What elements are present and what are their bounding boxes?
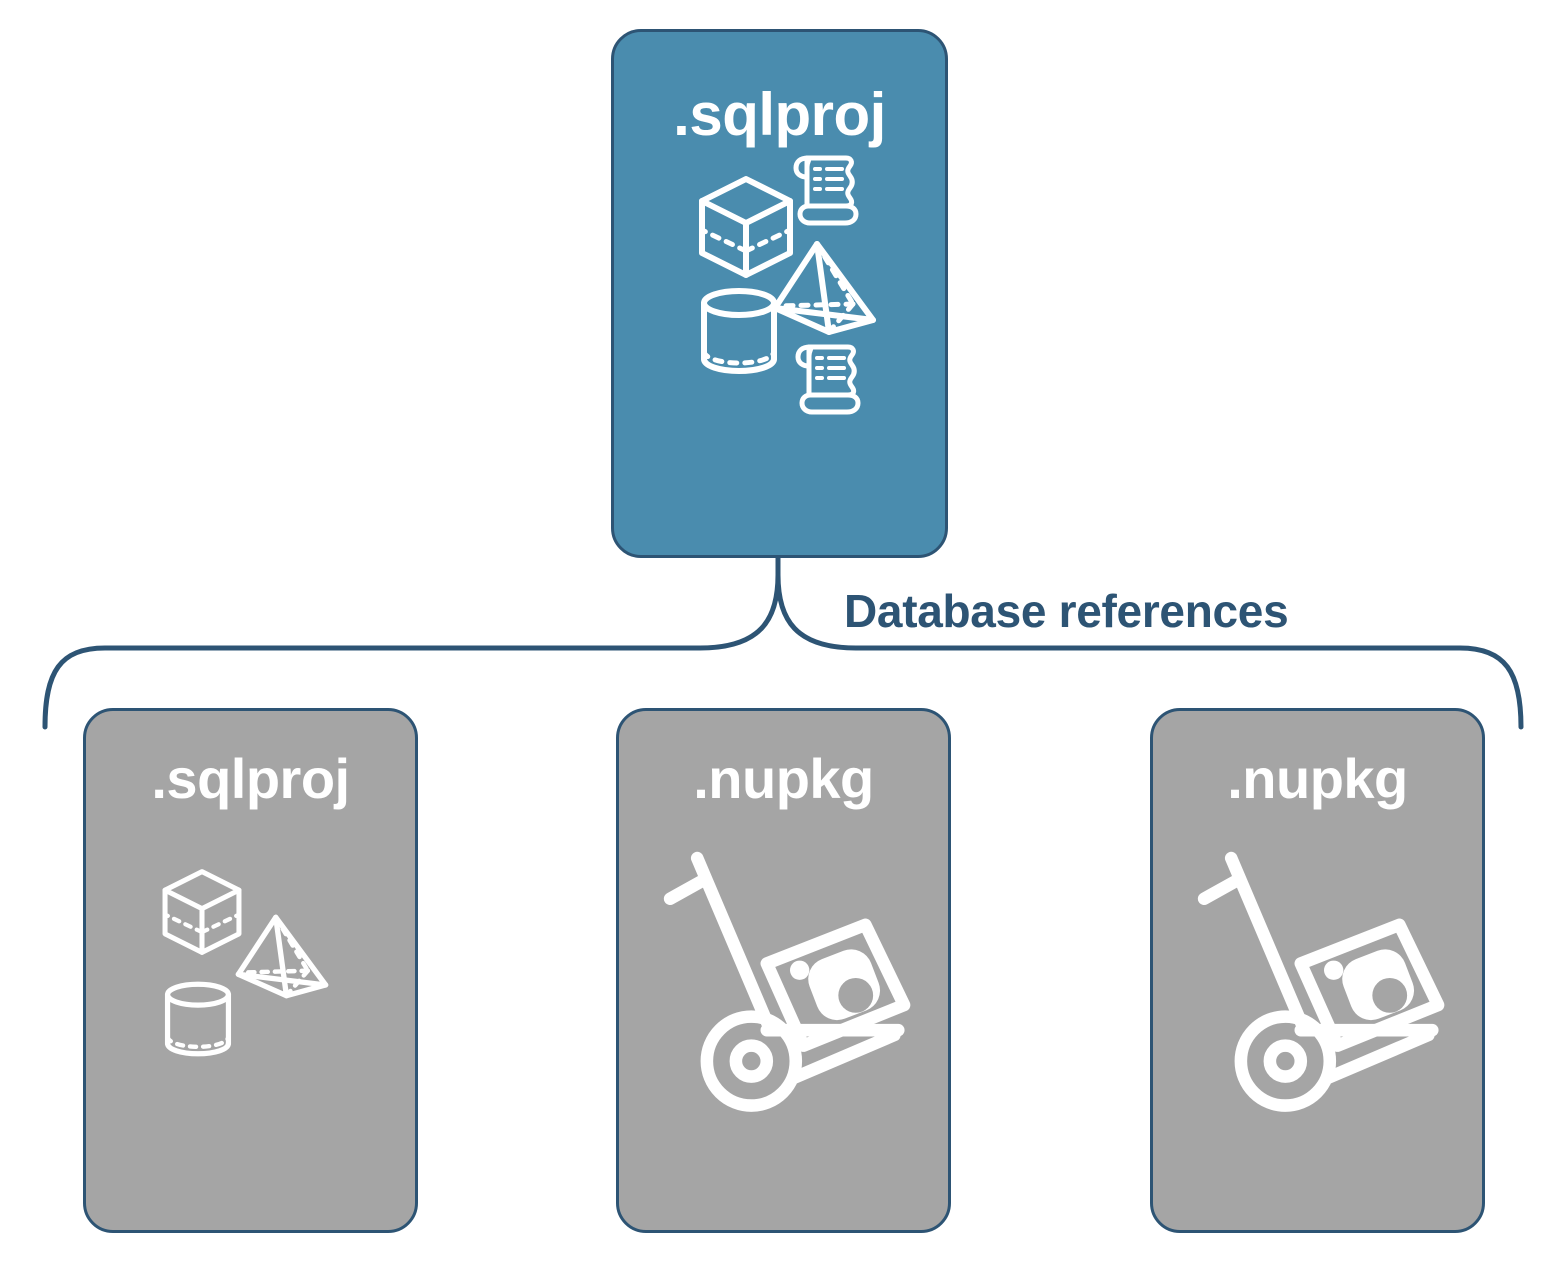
- node-parent-sqlproj[interactable]: .sqlproj: [611, 29, 948, 558]
- cylinder-icon: [701, 288, 777, 374]
- pyramid-icon: [235, 914, 329, 999]
- node-parent-label: .sqlproj: [673, 81, 886, 148]
- node-child-nupkg-2[interactable]: .nupkg: [1150, 708, 1485, 1233]
- package-dolly-icon: [1197, 851, 1445, 1112]
- node-child-nupkg-1-label: .nupkg: [693, 747, 874, 810]
- node-child-nupkg-2-label: .nupkg: [1227, 747, 1408, 810]
- cylinder-icon: [164, 981, 232, 1057]
- cube-icon: [162, 869, 242, 955]
- package-dolly-icon: [663, 851, 911, 1112]
- brace-label: Database references: [844, 585, 1289, 637]
- pyramid-icon: [772, 241, 876, 335]
- node-parent-icon-group: [614, 145, 945, 555]
- node-child-sqlproj-label: .sqlproj: [151, 747, 350, 810]
- cube-icon: [699, 176, 793, 278]
- scroll-icon: [795, 344, 861, 415]
- node-child-sqlproj[interactable]: .sqlproj: [83, 708, 418, 1233]
- node-child-nupkg-1[interactable]: .nupkg: [616, 708, 951, 1233]
- scroll-icon: [793, 155, 859, 226]
- node-child-sqlproj-icon-group: [86, 807, 415, 1230]
- node-child-nupkg-1-icon-group: [619, 807, 948, 1230]
- node-child-nupkg-2-icon-group: [1153, 807, 1482, 1230]
